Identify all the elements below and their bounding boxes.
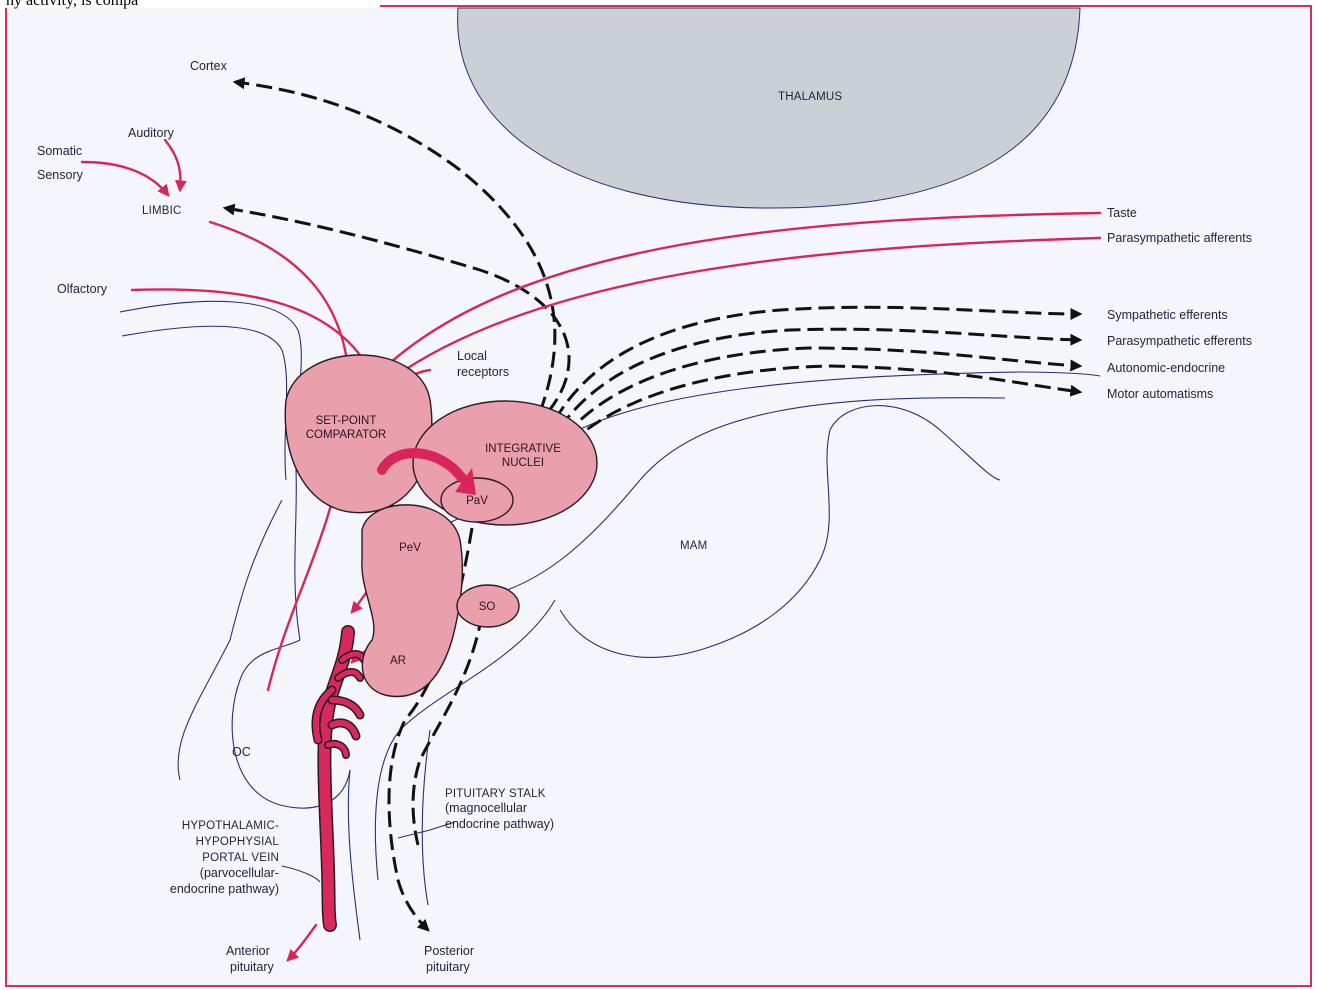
pav-label: PaV [466, 495, 488, 507]
portal-vein-label-1: HYPOTHALAMIC- [182, 820, 279, 832]
posterior-pituitary-label-1: Posterior [424, 944, 474, 958]
oc-label: OC [232, 745, 251, 759]
mam-label: MAM [680, 540, 707, 552]
local-receptors-label-2: receptors [457, 365, 509, 379]
cortex-label: Cortex [190, 59, 228, 73]
thalamus-label: THALAMUS [778, 91, 842, 103]
pituitary-stalk-label-3: endocrine pathway) [445, 817, 554, 831]
parasympathetic-efferents-label: Parasympathetic efferents [1107, 334, 1252, 348]
parasympathetic-afferents-label: Parasympathetic afferents [1107, 231, 1252, 245]
set-point-label-2: COMPARATOR [306, 429, 387, 441]
portal-vein-label-4: (parvocellular- [200, 866, 279, 880]
integrative-label-1: INTEGRATIVE [485, 443, 561, 455]
limbic-label: LIMBIC [142, 205, 182, 217]
pituitary-stalk-label-1: PITUITARY STALK [445, 788, 546, 800]
portal-vein-label-3: PORTAL VEIN [202, 852, 279, 864]
olfactory-label: Olfactory [57, 282, 108, 296]
portal-vein-label-5: endocrine pathway) [170, 882, 279, 896]
pev-label: PeV [399, 542, 421, 554]
anterior-pituitary-label-1: Anterior [226, 944, 270, 958]
anterior-pituitary-label-2: pituitary [230, 960, 275, 974]
sensory-label: Sensory [37, 168, 84, 182]
local-receptors-label-1: Local [457, 349, 487, 363]
portal-vein-label-2: HYPOPHYSIAL [196, 836, 280, 848]
integrative-label-2: NUCLEI [502, 457, 544, 469]
caption-fragment: hy activity, is compa [6, 0, 138, 9]
posterior-pituitary-label-2: pituitary [426, 960, 471, 974]
so-label: SO [479, 601, 496, 613]
somatic-label: Somatic [37, 144, 82, 158]
ar-label: AR [390, 655, 406, 667]
motor-automatisms-label: Motor automatisms [1107, 387, 1213, 401]
set-point-label-1: SET-POINT [316, 415, 377, 427]
auditory-label: Auditory [128, 126, 175, 140]
autonomic-endocrine-label: Autonomic-endocrine [1107, 361, 1225, 375]
pituitary-stalk-label-2: (magnocellular [445, 801, 527, 815]
sympathetic-efferents-label: Sympathetic efferents [1107, 308, 1228, 322]
taste-label: Taste [1107, 206, 1137, 220]
